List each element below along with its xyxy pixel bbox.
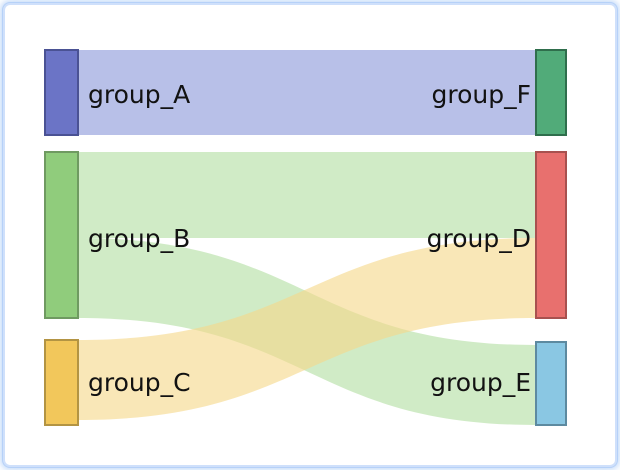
sankey-node-group_D[interactable] xyxy=(535,151,567,319)
sankey-node-label-group_F: group_F xyxy=(432,80,532,109)
sankey-nodes-layer xyxy=(44,49,567,426)
sankey-link-group_C-to-group_D[interactable] xyxy=(78,238,536,420)
sankey-node-group_F[interactable] xyxy=(535,49,567,136)
sankey-labels-layer: group_A group_B group_C group_D group_E group… xyxy=(88,80,531,397)
sankey-node-label-group_A: group_A xyxy=(88,80,190,109)
sankey-node-group_A[interactable] xyxy=(44,49,79,136)
sankey-node-label-group_D: group_D xyxy=(427,224,531,253)
sankey-node-label-group_B: group_B xyxy=(88,224,190,253)
sankey-links-layer xyxy=(78,50,536,425)
sankey-node-label-group_E: group_E xyxy=(430,368,531,397)
sankey-link-group_B-to-group_D[interactable] xyxy=(78,152,536,238)
sankey-node-label-group_C: group_C xyxy=(88,368,191,397)
sankey-node-group_B[interactable] xyxy=(44,151,79,319)
sankey-node-group_E[interactable] xyxy=(535,341,567,426)
sankey-link-group_A-to-group_F[interactable] xyxy=(78,50,536,135)
sankey-node-group_C[interactable] xyxy=(44,339,79,426)
